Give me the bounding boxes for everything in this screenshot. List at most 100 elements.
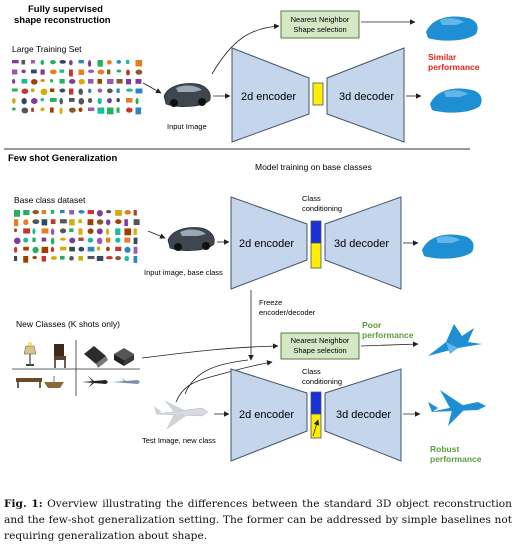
base-input-car (167, 227, 215, 251)
thumbnail-object (50, 60, 56, 65)
thumbnail-object (135, 107, 142, 115)
thumbnail-object (14, 256, 18, 261)
mid-2d-encoder-block (230, 196, 308, 290)
thumbnail-object (31, 79, 38, 85)
thumbnail-object (135, 98, 139, 105)
thumbnail-object (14, 246, 18, 253)
robust-result-airplane (428, 390, 486, 426)
thumbnail-object (12, 98, 16, 104)
thumbnail-object (135, 69, 143, 75)
thumbnail-object (12, 88, 18, 92)
thumbnail-object (106, 246, 110, 252)
bottom-class-cond-line1: Class (302, 367, 321, 376)
thumbnail-object (60, 246, 67, 251)
thumbnail-object (106, 237, 111, 243)
similar-line2: performance (428, 62, 480, 72)
bottom-class-cond-line2: conditioning (302, 377, 342, 386)
thumbnail-object (107, 79, 114, 84)
thumbnail-object (23, 228, 31, 234)
box-thumbnail (114, 348, 134, 366)
boat-thumbnail (44, 376, 64, 388)
thumbnail-object (69, 237, 76, 244)
thumbnail-object (124, 228, 132, 236)
base-class-thumbnails (14, 210, 140, 263)
thumbnail-object (115, 228, 121, 235)
thumbnail-object (32, 219, 40, 225)
chair-thumbnail (54, 344, 66, 368)
input-image-car (163, 83, 211, 107)
thumbnail-object (41, 237, 47, 242)
thumbnail-object (23, 237, 29, 243)
thumbnail-object (78, 60, 84, 64)
caption-text: Overview illustrating the differences be… (4, 498, 512, 542)
top-title-line2: shape reconstruction (14, 15, 111, 26)
thumbnail-object (50, 210, 55, 214)
thumbnail-object (124, 210, 132, 215)
top-3d-decoder-block (326, 47, 405, 143)
thumbnail-object (87, 256, 95, 260)
thumbnail-object (32, 210, 39, 215)
thumbnail-object (87, 219, 94, 226)
thumbnail-object (126, 88, 133, 92)
thumbnail-object (14, 237, 21, 245)
thumbnail-object (60, 228, 67, 234)
thumbnail-object (88, 88, 92, 94)
training-set-label: Large Training Set (12, 44, 82, 54)
thumbnail-object (23, 219, 29, 226)
thumbnail-object (78, 98, 85, 105)
thumbnail-object (97, 107, 105, 114)
thumbnail-object (50, 237, 55, 245)
thumbnail-object (59, 79, 65, 84)
thumbnail-object (50, 88, 55, 93)
thumbnail-object (31, 69, 37, 74)
top-nn-result-shape (426, 16, 478, 41)
thumbnail-object (88, 79, 94, 84)
thumbnail-object (115, 210, 122, 216)
thumbnail-object (59, 60, 67, 64)
thumbnail-object (115, 219, 122, 225)
thumbnail-object (41, 219, 48, 226)
bottom-nn-line2: Shape selection (293, 346, 346, 355)
thumbnail-object (133, 256, 138, 263)
thumbnail-object (60, 210, 65, 214)
thumbnail-object (107, 69, 111, 75)
test-image-label: Test Image, new class (142, 436, 216, 445)
thumbnail-object (60, 219, 67, 224)
thumbnail-object (87, 228, 94, 234)
thumbnail-object (59, 69, 65, 73)
mid-class-code-blue (310, 220, 322, 244)
thumbnail-object (21, 69, 26, 74)
thumbnail-object (69, 79, 76, 84)
thumbnail-object (116, 79, 123, 84)
thumbnail-object (88, 69, 95, 73)
thumbnail-object (87, 210, 94, 215)
bottom-nearest-neighbor-box (280, 332, 360, 360)
thumbnail-object (12, 60, 19, 64)
thumbnail-object (87, 246, 95, 252)
thumbnail-object (23, 246, 29, 251)
top-nearest-neighbor-box (280, 10, 360, 39)
thumbnail-object (21, 60, 26, 65)
thumbnail-object (88, 60, 92, 67)
poor-line2: performance (362, 330, 414, 340)
thumbnail-object (32, 228, 36, 235)
thumbnail-object (96, 237, 103, 245)
thumbnail-object (115, 255, 122, 261)
thumbnail-object (116, 60, 122, 64)
lamp-thumbnail (23, 342, 37, 366)
thumbnail-object (97, 98, 102, 105)
thumbnail-object (40, 69, 45, 75)
top-latent-code (312, 82, 324, 106)
thumbnail-object (96, 219, 104, 225)
thumbnail-object (115, 246, 122, 252)
mid-encoder-label: 2d encoder (239, 238, 294, 250)
thumbnail-object (106, 256, 113, 260)
thumbnail-object (133, 210, 137, 216)
thumbnail-object (50, 69, 57, 75)
thumbnail-object (126, 60, 130, 64)
new-classes-label: New Classes (K shots only) (16, 319, 120, 329)
thumbnail-object (78, 228, 83, 235)
mid-class-cond-line2: conditioning (302, 204, 342, 213)
thumbnail-object (31, 107, 35, 113)
thumbnail-object (41, 246, 49, 254)
